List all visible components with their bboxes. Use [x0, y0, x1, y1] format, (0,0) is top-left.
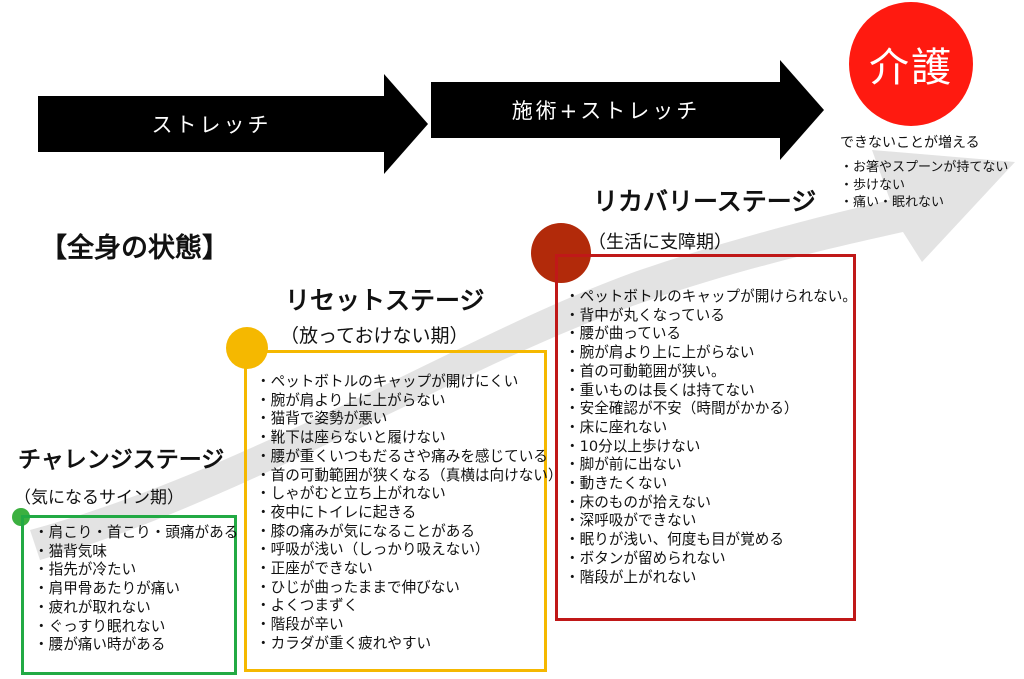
reset-item: ・ひじが曲ったままで伸びない: [256, 578, 460, 596]
reset-list: ・ペットボトルのキャップが開けにくい ・腕が肩より上に上がらない ・猫背で姿勢が…: [256, 373, 562, 654]
stretch-arrow-label: ストレッチ: [151, 113, 272, 137]
treatment-stretch-arrow-label: 施術+ストレッチ: [511, 99, 701, 123]
recovery-item: ・10分以上歩けない: [565, 437, 701, 455]
recovery-item: ・床のものが拾えない: [565, 493, 711, 511]
stretch-arrow: ストレッチ: [38, 96, 385, 152]
recovery-stage-subtitle: （生活に支障期）: [588, 232, 732, 253]
recovery-item: ・ペットボトルのキャップが開けられない。: [565, 288, 857, 305]
recovery-item: ・腰が曲っている: [565, 325, 682, 343]
challenge-list: ・肩こり・首こり・頭痛がある ・猫背気味 ・指先が冷たい ・肩甲骨あたりが痛い …: [34, 524, 238, 655]
reset-stage-title: リセットステージ: [285, 286, 485, 315]
challenge-item: ・腰が痛い時がある: [34, 636, 166, 654]
recovery-stage-title: リカバリーステージ: [593, 187, 817, 216]
challenge-stage-box: [21, 515, 237, 675]
challenge-stage-subtitle: （気になるサイン期）: [14, 488, 184, 508]
reset-item: ・正座ができない: [256, 560, 373, 578]
recovery-item: ・背中が丸くなっている: [565, 306, 725, 324]
reset-item: ・しゃがむと立ち上がれない: [256, 485, 446, 503]
reset-item: ・膝の痛みが気になることがある: [256, 522, 475, 540]
care-item: ・痛い・眠れない: [840, 195, 945, 210]
challenge-item: ・ぐっすり眠れない: [34, 617, 166, 635]
recovery-item: ・安全確認が不安（時間がかかる）: [565, 400, 799, 418]
challenge-item: ・疲れが取れない: [34, 598, 151, 616]
challenge-item: ・肩こり・首こり・頭痛がある: [34, 524, 239, 541]
recovery-item: ・深呼吸ができない: [565, 512, 697, 530]
care-label: 介護: [869, 45, 953, 91]
recovery-stage-box: [555, 254, 856, 621]
challenge-item: ・指先が冷たい: [34, 561, 137, 579]
challenge-stage-title: チャレンジステージ: [18, 447, 225, 473]
recovery-list: ・ペットボトルのキャップが開けられない。 ・背中が丸くなっている ・腰が曲ってい…: [565, 288, 857, 587]
care-circle: 介護: [849, 2, 973, 126]
section-title: 【全身の状態】: [40, 233, 229, 264]
care-item: ・お箸やスプーンが持てない: [840, 160, 1009, 175]
reset-item: ・カラダが重く疲れやすい: [256, 634, 432, 652]
recovery-item: ・階段が上がれない: [565, 568, 697, 586]
recovery-item: ・腕が肩より上に上がらない: [565, 344, 755, 362]
recovery-item: ・重いものは長くは持てない: [565, 381, 755, 399]
recovery-item: ・首の可動範囲が狭い。: [565, 362, 726, 380]
reset-item: ・腕が肩より上に上がらない: [256, 391, 446, 409]
reset-item: ・夜中にトイレに起きる: [256, 503, 417, 521]
challenge-item: ・肩甲骨あたりが痛い: [34, 580, 180, 598]
recovery-item: ・脚が前に出ない: [565, 456, 682, 474]
reset-item: ・首の可動範囲が狭くなる（真横は向けない）: [256, 466, 563, 484]
recovery-item: ・ボタンが留められない: [565, 549, 726, 567]
reset-item: ・靴下は座らないと履けない: [256, 429, 446, 447]
treatment-stretch-arrow: 施術+ストレッチ: [431, 82, 781, 138]
recovery-item: ・動きたくない: [565, 475, 668, 493]
reset-item: ・よくつまずく: [256, 597, 359, 615]
stretch-arrow-head: [384, 74, 428, 174]
reset-item: ・腰が重くいつもだるさや痛みを感じている: [256, 447, 548, 465]
care-list: ・お箸やスプーンが持てない ・歩けない ・痛い・眠れない: [840, 159, 1008, 212]
care-item: ・歩けない: [840, 177, 906, 193]
recovery-stage-dot: [531, 223, 591, 283]
reset-stage-dot: [226, 327, 268, 369]
treatment-stretch-arrow-head: [780, 60, 824, 160]
reset-item: ・階段が辛い: [256, 616, 344, 634]
challenge-item: ・猫背気味: [34, 542, 107, 560]
reset-item: ・ペットボトルのキャップが開けにくい: [256, 373, 519, 390]
care-caption: できないことが増える: [840, 135, 980, 151]
reset-item: ・呼吸が浅い（しっかり吸えない）: [256, 541, 490, 559]
reset-stage-box: [244, 350, 547, 672]
reset-item: ・猫背で姿勢が悪い: [256, 410, 388, 428]
recovery-item: ・床に座れない: [565, 418, 668, 436]
reset-stage-subtitle: （放っておけない期）: [280, 325, 469, 347]
recovery-item: ・眠りが浅い、何度も目が覚める: [565, 531, 784, 549]
